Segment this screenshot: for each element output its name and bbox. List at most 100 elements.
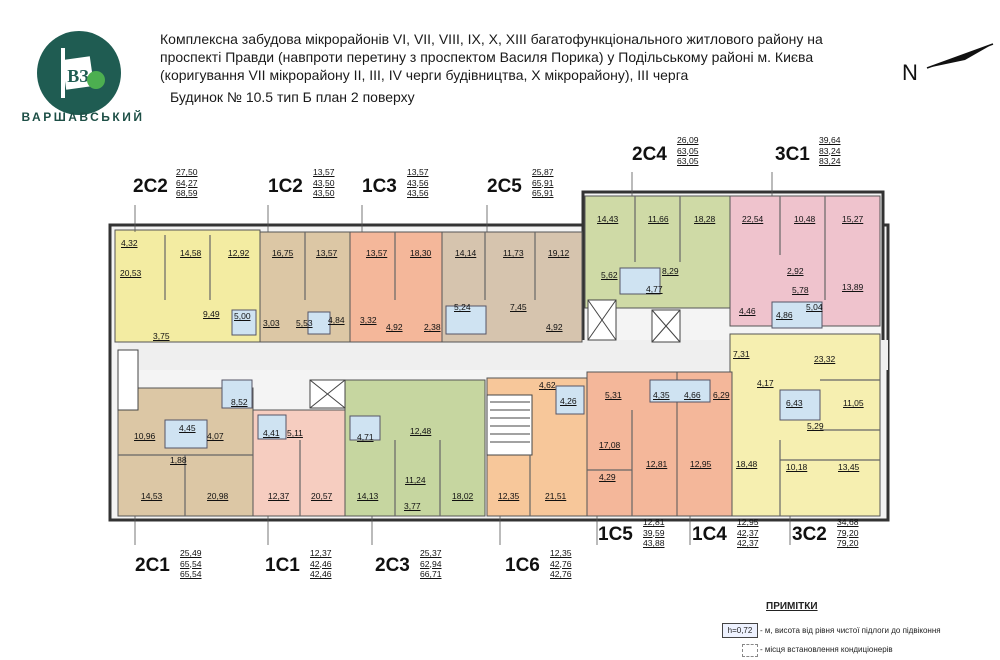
room-area: 10,18 [786,462,808,472]
room-area: 5,04 [806,302,823,312]
header-line2: проспекті Правди (навпроти перетину з пр… [160,49,814,65]
room-area: 4,41 [263,428,280,438]
unit-code: 2С2 [133,176,168,197]
room-area: 2,92 [787,266,804,276]
room-area: 4,29 [599,472,616,482]
unit-tag: 2С5 [487,176,522,197]
header: Комплексна забудова мікрорайонів VI, VII… [160,30,900,106]
room-area: 4,92 [386,322,403,332]
room-area: 12,95 [690,459,712,469]
room-area: 12,48 [410,426,432,436]
room-area: 14,43 [597,214,619,224]
room-area: 20,53 [120,268,142,278]
unit-2c3 [344,379,486,517]
unit-tag: 1С6 [505,555,540,576]
room-area: 1,88 [170,455,187,465]
room-area: 17,08 [599,440,621,450]
room-area: 4,71 [357,432,374,442]
unit-1c3 [349,231,443,343]
unit-tag: 1С3 [362,176,397,197]
room-area: 4,46 [739,306,756,316]
room-area: 4,17 [757,378,774,388]
room-area: 4,77 [646,284,663,294]
room-area: 13,89 [842,282,864,292]
room-area: 6,29 [713,390,730,400]
room-area: 18,02 [452,491,474,501]
notes-title: ПРИМІТКИ [766,601,818,612]
unit-tag: 2С1 [135,555,170,576]
room-area: 18,48 [736,459,758,469]
header-line1: Комплексна забудова мікрорайонів VI, VII… [160,31,823,47]
room-area: 4,84 [328,315,345,325]
room-area: 3,77 [404,501,421,511]
stair-west [117,349,139,411]
room-area: 3,03 [263,318,280,328]
room-area: 5,53 [296,318,313,328]
unit-tag: 2С3 [375,555,410,576]
room-area: 21,51 [545,491,567,501]
room-area: 5,11 [287,428,303,438]
room-area: 15,27 [842,214,864,224]
room-area: 6,43 [786,398,803,408]
room-area: 5,29 [807,421,824,431]
room-area: 18,28 [694,214,716,224]
room-area: 12,37 [268,491,290,501]
room-area: 11,24 [405,475,426,485]
room-area: 14,53 [141,491,163,501]
room-area: 7,45 [510,302,527,312]
room-area: 9,49 [203,309,220,319]
room-area: 18,30 [410,248,432,258]
room-area: 14,58 [180,248,202,258]
room-area: 22,54 [742,214,764,224]
room-area: 23,32 [814,354,836,364]
room-area: 11,73 [503,248,524,258]
room-area: 19,12 [548,248,570,258]
header-subtitle: Будинок № 10.5 тип Б план 2 поверху [170,89,415,105]
ac-marker-icon [742,644,758,657]
room-area: 10,96 [134,431,156,441]
room-area: 4,92 [546,322,563,332]
room-area: 4,86 [776,310,793,320]
room-area: 13,57 [366,248,388,258]
room-area: 20,57 [311,491,333,501]
logo-icon: ВЗ [37,31,121,115]
unit-tag: 2С2 [133,176,168,198]
note-ac: - місця встановлення кондиціонерів [760,645,893,654]
unit-tag: 3С2 [792,524,827,545]
room-area: 5,31 [605,390,622,400]
room-area: 4,32 [121,238,138,248]
unit-tag: 2С4 [632,144,667,165]
room-area: 10,48 [794,214,816,224]
unit-tag: 3С1 [775,144,810,165]
room-area: 8,52 [231,397,248,407]
room-area: 8,29 [662,266,679,276]
stair-main [486,394,533,456]
h-sample-box: h=0,72 [722,623,758,638]
room-area: 5,24 [454,302,471,312]
room-area: 2,38 [424,322,441,332]
room-area: 20,98 [207,491,229,501]
room-area: 4,66 [684,390,701,400]
room-area: 3,32 [360,315,377,325]
room-area: 13,45 [838,462,860,472]
room-area: 12,35 [498,491,520,501]
room-area: 11,66 [648,214,669,224]
logo-brand: ВАРШАВСЬКИЙ [21,110,145,124]
unit-tag: 1С1 [265,555,300,576]
room-area: 12,81 [646,459,668,469]
header-line3: (коригування VII мікрорайону II, III, IV… [160,67,689,83]
room-area: 4,07 [207,431,224,441]
room-area: 4,62 [539,380,556,390]
unit-tag: 1С4 [692,524,727,545]
unit-3c2 [729,333,881,517]
room-area: 5,78 [792,285,809,295]
